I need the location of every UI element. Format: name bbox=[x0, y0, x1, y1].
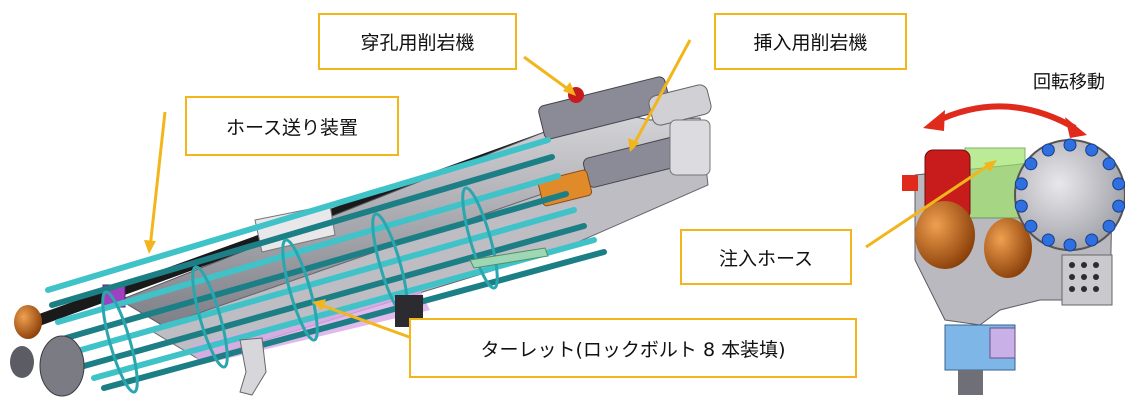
drum-bolt bbox=[1063, 238, 1077, 252]
control-panel bbox=[1061, 254, 1113, 306]
drum-bolt bbox=[1041, 143, 1055, 157]
label-turret: ターレット(ロックボルト 8 本装填) bbox=[409, 318, 857, 378]
front-cap-top bbox=[14, 305, 42, 339]
pointer-lines bbox=[144, 39, 997, 340]
bottom-bracket bbox=[239, 337, 267, 396]
front-cap-bottom bbox=[39, 335, 85, 397]
drum-bolt bbox=[1024, 157, 1038, 171]
label-injection-hose: 注入ホース bbox=[680, 229, 852, 285]
drum-bolt bbox=[1085, 143, 1099, 157]
drum-bolt bbox=[1102, 157, 1116, 171]
turret-rod bbox=[55, 173, 561, 325]
turret-ring bbox=[281, 238, 319, 342]
drum-bolt bbox=[1014, 177, 1028, 191]
rotation-arrow-icon bbox=[923, 103, 1087, 138]
turret-ring bbox=[101, 290, 139, 394]
pointer-turret bbox=[317, 302, 413, 340]
drum-bolt bbox=[1063, 138, 1077, 152]
insert-rock-drill-body bbox=[537, 119, 711, 207]
pointer-hose-feed bbox=[148, 111, 167, 249]
turret-drum bbox=[1014, 139, 1125, 251]
pointer-insert-rock-drill bbox=[630, 39, 692, 149]
turret-rods bbox=[45, 137, 607, 394]
drum-bolt bbox=[1024, 219, 1038, 233]
drum-bolt bbox=[1112, 199, 1125, 213]
pointer-injection-hose bbox=[865, 161, 993, 249]
turret-ring bbox=[461, 186, 499, 290]
turret-rod bbox=[49, 154, 555, 308]
orange-canister-left bbox=[915, 201, 975, 269]
drum-bolt bbox=[1085, 233, 1099, 247]
turret-rod bbox=[101, 249, 607, 391]
drum-bolt bbox=[1102, 219, 1116, 233]
orange-canister-right bbox=[984, 218, 1032, 278]
turret-rod bbox=[81, 223, 587, 369]
label-hose-feed-device: ホース送り装置 bbox=[185, 96, 399, 156]
turret-rod bbox=[45, 137, 551, 293]
turret-rod bbox=[91, 237, 597, 381]
turret-ring bbox=[191, 265, 229, 369]
green-strut bbox=[469, 247, 549, 269]
drum-bolt-positions bbox=[1014, 138, 1125, 252]
label-drill-rock-drill: 穿孔用削岩機 bbox=[318, 13, 517, 70]
pointer-drill-rock-drill bbox=[523, 55, 573, 94]
drum-bolt bbox=[1041, 233, 1055, 247]
drum-bolt bbox=[1112, 177, 1125, 191]
lower-purple-block bbox=[989, 327, 1016, 359]
red-lamp bbox=[902, 175, 918, 191]
label-insert-rock-drill: 挿入用削岩機 bbox=[714, 13, 907, 70]
turret-cross-section bbox=[902, 138, 1125, 395]
drum-bolt bbox=[1014, 199, 1028, 213]
label-rotation-move: 回転移動 bbox=[1033, 72, 1105, 93]
lower-stem bbox=[958, 370, 983, 395]
front-cap-plate bbox=[10, 346, 34, 378]
